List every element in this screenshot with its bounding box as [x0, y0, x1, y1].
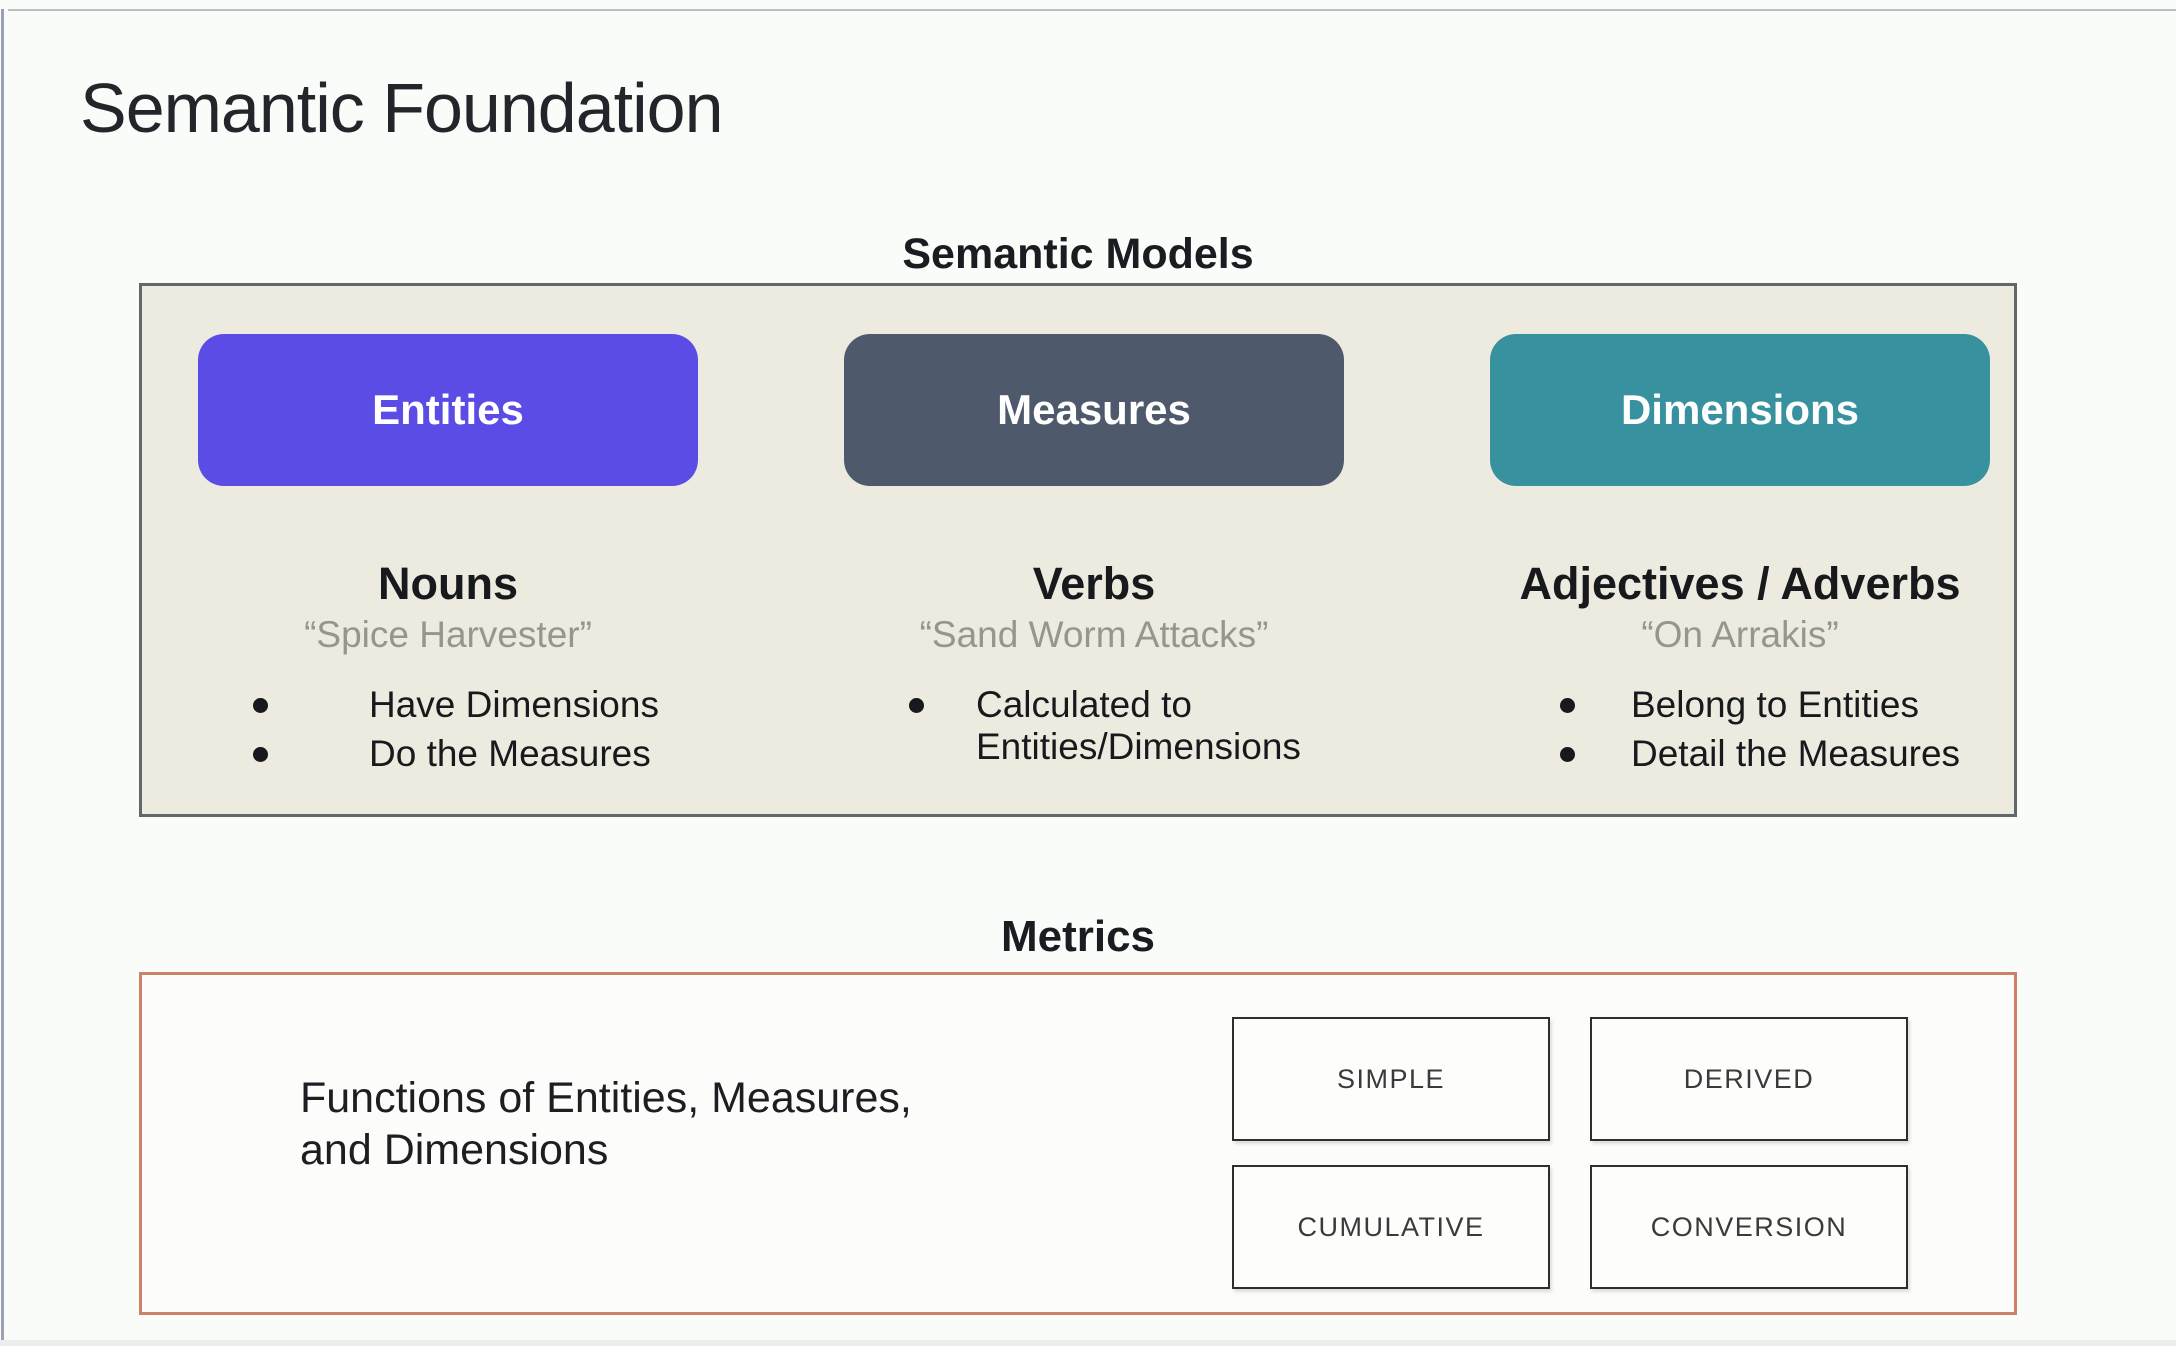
bullet-dot-icon: [909, 698, 924, 713]
measures-pill: Measures: [844, 334, 1344, 486]
metric-type-cumulative: CUMULATIVE: [1232, 1165, 1550, 1289]
dimensions-pill-label: Dimensions: [1620, 386, 1860, 433]
metrics-panel: Functions of Entities, Measures, and Dim…: [139, 972, 2017, 1315]
bullet-text: Detail the Measures: [1631, 733, 1961, 775]
dimensions-part-of-speech: Adjectives / Adverbs: [1519, 558, 1961, 609]
measures-column: Measures Verbs “Sand Worm Attacks” Calcu…: [844, 286, 1344, 820]
bullet-text: Do the Measures: [369, 733, 651, 775]
list-item: Do the Measures: [253, 733, 698, 775]
bullet-dot-icon: [253, 698, 268, 713]
entities-column: Entities Nouns “Spice Harvester” Have Di…: [198, 286, 698, 820]
frame-top-edge: [8, 9, 2176, 11]
metric-type-conversion: CONVERSION: [1590, 1165, 1908, 1289]
entities-bullet-list: Have Dimensions Do the Measures: [198, 684, 698, 775]
frame-left-edge: [1, 9, 4, 1346]
metrics-description: Functions of Entities, Measures, and Dim…: [300, 1073, 912, 1176]
list-item: Belong to Entities: [1560, 684, 1990, 726]
measures-part-of-speech: Verbs: [1032, 558, 1156, 609]
entities-example-quote: “Spice Harvester”: [304, 614, 592, 655]
list-item: Detail the Measures: [1560, 733, 1990, 775]
bullet-dot-icon: [1560, 698, 1575, 713]
bullet-text: Calculated to Entities/Dimensions: [976, 684, 1301, 768]
measures-bullet-list: Calculated to Entities/Dimensions: [844, 684, 1344, 768]
bullet-dot-icon: [1560, 747, 1575, 763]
bullet-text: Belong to Entities: [1631, 684, 1919, 725]
bullet-text: Have Dimensions: [369, 684, 659, 725]
list-item: Calculated to Entities/Dimensions: [909, 684, 1344, 768]
entities-part-of-speech: Nouns: [378, 558, 518, 609]
list-item: Have Dimensions: [253, 684, 698, 726]
dimensions-bullet-list: Belong to Entities Detail the Measures: [1490, 684, 1990, 775]
metric-type-simple: SIMPLE: [1232, 1017, 1550, 1141]
metrics-description-line: Functions of Entities, Measures,: [300, 1074, 912, 1122]
measures-pill-label: Measures: [997, 386, 1191, 433]
dimensions-pill: Dimensions: [1490, 334, 1990, 486]
bullet-dot-icon: [253, 747, 268, 763]
semantic-models-label: Semantic Models: [902, 230, 1254, 278]
measures-example-quote: “Sand Worm Attacks”: [919, 614, 1269, 655]
entities-pill: Entities: [198, 334, 698, 486]
metric-types-grid: SIMPLE DERIVED CUMULATIVE CONVERSION: [1232, 1017, 1908, 1289]
frame-bottom-edge: [0, 1340, 2176, 1346]
semantic-models-panel: Entities Nouns “Spice Harvester” Have Di…: [139, 283, 2017, 817]
dimensions-column: Dimensions Adjectives / Adverbs “On Arra…: [1490, 286, 1990, 820]
metrics-label: Metrics: [1000, 912, 1156, 961]
dimensions-example-quote: “On Arrakis”: [1641, 614, 1839, 655]
metric-type-derived: DERIVED: [1590, 1017, 1908, 1141]
slide-title: Semantic Foundation: [80, 69, 724, 147]
metrics-description-line: and Dimensions: [300, 1125, 609, 1174]
entities-pill-label: Entities: [372, 386, 524, 433]
